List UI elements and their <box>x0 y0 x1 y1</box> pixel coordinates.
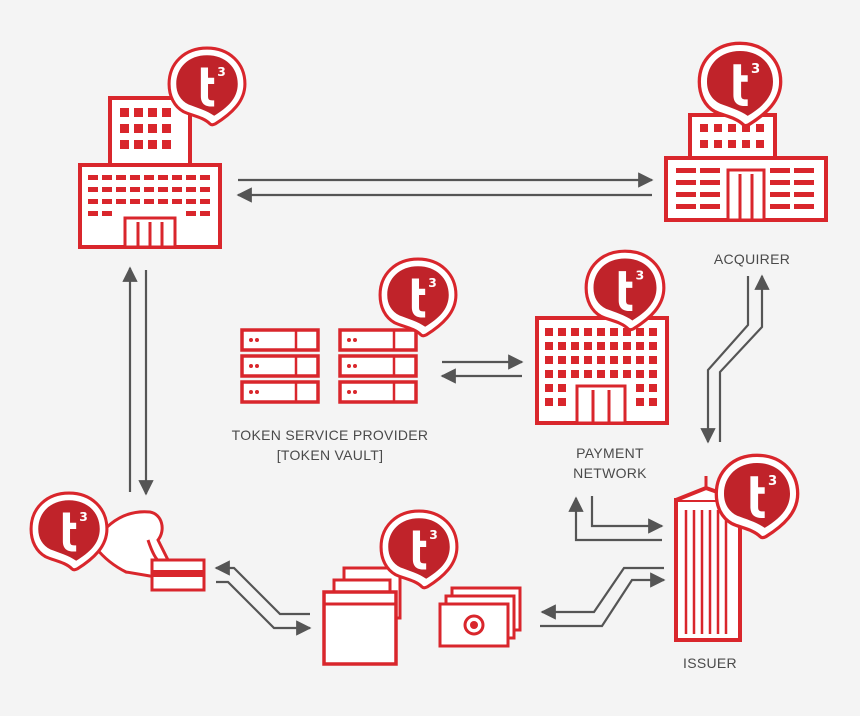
token-vault-label: [TOKEN VAULT] <box>276 447 384 463</box>
t3-badge-icon <box>29 491 109 572</box>
browser-windows-icon <box>322 566 402 666</box>
token-vault-servers-icon <box>240 328 418 404</box>
hand-with-card-icon <box>94 510 206 592</box>
acquirer-label: ACQUIRER <box>713 251 791 267</box>
t3-badge-icon <box>378 257 458 338</box>
acquirer-building-icon <box>664 113 828 222</box>
issuer-tower-icon <box>674 476 742 642</box>
merchant-building-icon <box>78 96 222 249</box>
issuer-label: ISSUER <box>683 655 737 671</box>
flow-arrows <box>122 172 770 636</box>
payment-label: PAYMENT <box>576 445 644 461</box>
token-service-provider-label: TOKEN SERVICE PROVIDER <box>231 427 429 443</box>
network-label: NETWORK <box>573 465 647 481</box>
payment-network-building-icon <box>535 316 669 425</box>
cash-stack-icon <box>438 586 522 648</box>
